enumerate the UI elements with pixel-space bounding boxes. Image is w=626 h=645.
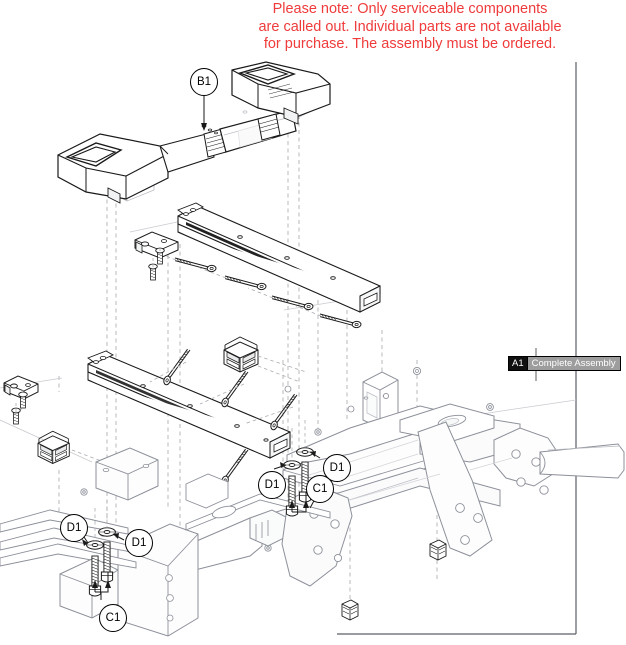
legend-label: Complete Assembly <box>527 357 620 370</box>
clamp-block-center <box>223 336 259 373</box>
b1-leader-line <box>201 96 207 131</box>
cable-clip-set <box>341 539 447 621</box>
callout-d1-lower-left[interactable]: D1 <box>60 514 88 542</box>
callout-d1-center-left[interactable]: D1 <box>258 471 286 499</box>
clamp-block-left-guide <box>71 449 105 463</box>
fastener-guides <box>94 420 306 541</box>
callout-c1-lower[interactable]: C1 <box>99 604 127 632</box>
legend-complete-assembly[interactable]: A1 Complete Assembly <box>508 356 621 371</box>
callout-c1-center[interactable]: C1 <box>306 475 334 503</box>
mount-bracket-left <box>3 375 39 425</box>
clamp-block-left <box>37 430 70 464</box>
callout-b1[interactable]: B1 <box>190 68 218 96</box>
callout-d1-center-right[interactable]: D1 <box>323 454 351 482</box>
lower-channel-rail <box>87 350 291 459</box>
mount-bracket-upper-left <box>134 231 179 281</box>
main-chassis-frame <box>0 403 625 637</box>
legend-code: A1 <box>509 357 528 370</box>
grab-bar-handle-assembly <box>57 61 331 204</box>
fastener-stack-center <box>273 447 321 517</box>
service-note-text: Please note: Only serviceable components… <box>258 1 562 52</box>
upper-channel-rail <box>177 202 381 313</box>
clamp-block-center-guide <box>257 355 307 383</box>
lower-rail-bolt-set <box>149 344 298 489</box>
callout-d1-lower-right[interactable]: D1 <box>125 529 153 557</box>
page-frame-border <box>337 62 577 635</box>
